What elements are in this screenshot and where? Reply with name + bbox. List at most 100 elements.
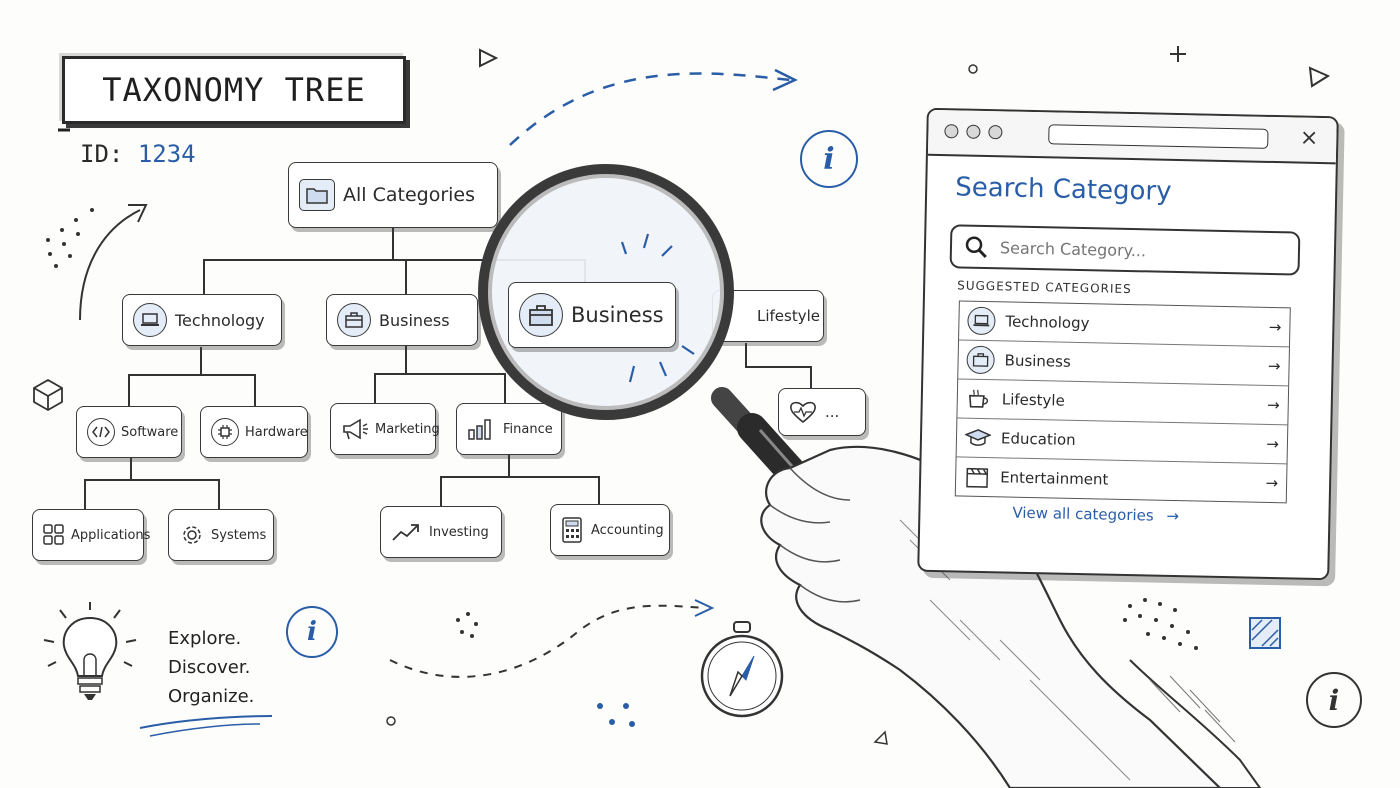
node-label: Finance bbox=[503, 421, 553, 437]
tagline-line: Discover. bbox=[168, 657, 251, 678]
search-panel-title: Search Category bbox=[954, 172, 1172, 207]
connector bbox=[745, 366, 811, 368]
connector bbox=[130, 458, 132, 480]
node-systems[interactable]: Systems bbox=[168, 509, 274, 561]
briefcase-icon bbox=[337, 303, 371, 337]
connector bbox=[84, 479, 220, 481]
lightbulb-icon bbox=[43, 602, 137, 700]
connector bbox=[810, 366, 812, 388]
folder-icon bbox=[299, 179, 335, 211]
suggested-item-business[interactable]: Business → bbox=[958, 340, 1289, 387]
search-window: × Search Category SUGGESTED CATEGORIES T… bbox=[917, 107, 1339, 581]
compass-icon bbox=[700, 621, 784, 718]
node-applications[interactable]: Applications bbox=[32, 509, 150, 561]
node-hardware[interactable]: Hardware bbox=[200, 406, 308, 458]
tagline: Explore. Discover. Organize. bbox=[168, 624, 254, 711]
node-software[interactable]: Software bbox=[76, 406, 182, 458]
window-titlebar: × bbox=[927, 109, 1337, 165]
chip-icon bbox=[211, 418, 239, 446]
connector bbox=[440, 476, 600, 478]
search-icon bbox=[965, 236, 987, 259]
node-accounting[interactable]: Accounting bbox=[550, 504, 670, 556]
info-glyph: i bbox=[1328, 683, 1340, 717]
connector bbox=[508, 455, 510, 477]
id-line: ID: 1234 bbox=[80, 140, 196, 168]
address-bar[interactable] bbox=[1048, 124, 1269, 149]
connector bbox=[598, 476, 600, 504]
window-dot-icon[interactable] bbox=[988, 125, 1003, 140]
suggested-item-lifestyle[interactable]: Lifestyle → bbox=[957, 379, 1289, 426]
connector bbox=[128, 374, 256, 376]
arrow-right-icon: → bbox=[1266, 434, 1280, 454]
connector bbox=[374, 373, 506, 375]
code-icon bbox=[87, 418, 115, 446]
node-label: Software bbox=[121, 424, 179, 440]
connector bbox=[392, 228, 394, 260]
suggested-item-label: Technology bbox=[1005, 312, 1090, 333]
node-label: All Categories bbox=[343, 184, 476, 206]
node-all-categories[interactable]: All Categories bbox=[288, 162, 498, 228]
title-box: TAXONOMY TREE bbox=[62, 56, 406, 124]
search-box[interactable] bbox=[949, 224, 1301, 276]
close-icon[interactable]: × bbox=[1299, 125, 1319, 151]
info-glyph: i bbox=[307, 617, 317, 647]
node-business[interactable]: Business bbox=[326, 294, 478, 346]
suggested-label: SUGGESTED CATEGORIES bbox=[957, 278, 1132, 297]
search-input[interactable] bbox=[997, 236, 1283, 264]
node-label: Systems bbox=[211, 527, 267, 543]
node-label: Marketing bbox=[375, 421, 440, 437]
node-label: Applications bbox=[71, 527, 151, 543]
view-all-label: View all categories bbox=[1012, 503, 1154, 525]
node-label: Accounting bbox=[591, 522, 664, 538]
laptop-icon bbox=[967, 306, 996, 336]
node-label: Investing bbox=[429, 524, 489, 540]
bar-chart-icon bbox=[467, 418, 495, 440]
node-label: Business bbox=[379, 310, 450, 330]
suggested-item-label: Lifestyle bbox=[1001, 390, 1066, 410]
suggested-list: Technology → Business → Lifestyle → Educ… bbox=[954, 300, 1291, 504]
info-icon[interactable]: i bbox=[800, 130, 858, 188]
info-speech-icon[interactable]: i bbox=[1306, 672, 1362, 728]
connector bbox=[374, 373, 376, 403]
node-marketing[interactable]: Marketing bbox=[330, 403, 440, 455]
connector bbox=[203, 259, 585, 261]
tagline-line: Explore. bbox=[168, 628, 242, 649]
info-icon[interactable]: i bbox=[286, 606, 338, 658]
grid-apps-icon bbox=[43, 524, 65, 546]
arrow-right-icon: → bbox=[1268, 317, 1282, 337]
suggested-item-entertainment[interactable]: Entertainment → bbox=[956, 457, 1287, 502]
connector bbox=[405, 346, 407, 374]
node-investing[interactable]: Investing bbox=[380, 506, 502, 558]
suggested-item-label: Education bbox=[1000, 429, 1076, 449]
connector bbox=[200, 347, 202, 375]
suggested-item-label: Entertainment bbox=[999, 468, 1109, 489]
node-label: Hardware bbox=[245, 424, 308, 440]
id-label: ID: bbox=[80, 140, 124, 168]
suggested-item-education[interactable]: Education → bbox=[956, 418, 1288, 465]
node-label: Technology bbox=[175, 310, 265, 330]
tagline-line: Organize. bbox=[168, 686, 255, 707]
node-technology[interactable]: Technology bbox=[122, 294, 282, 346]
window-dot-icon[interactable] bbox=[966, 124, 981, 139]
megaphone-icon bbox=[341, 417, 369, 441]
window-dot-icon[interactable] bbox=[944, 124, 959, 139]
view-all-link[interactable]: View all categories → bbox=[1012, 504, 1179, 525]
id-value: 1234 bbox=[137, 140, 196, 168]
graduation-cap-icon bbox=[964, 428, 992, 449]
connector bbox=[254, 374, 256, 406]
gear-icon bbox=[179, 522, 205, 548]
arrow-right-icon: → bbox=[1266, 395, 1280, 415]
suggested-item-technology[interactable]: Technology → bbox=[959, 301, 1290, 348]
page-title: TAXONOMY TREE bbox=[102, 71, 366, 109]
connector bbox=[218, 479, 220, 509]
connector bbox=[440, 476, 442, 506]
clapperboard-icon bbox=[964, 466, 990, 489]
info-glyph: i bbox=[823, 141, 835, 177]
calculator-icon bbox=[561, 517, 583, 543]
connector bbox=[84, 479, 86, 509]
connector bbox=[128, 374, 130, 406]
arrow-right-icon: → bbox=[1265, 473, 1279, 493]
heartbeat-icon bbox=[789, 400, 817, 424]
node-label: Lifestyle bbox=[757, 307, 821, 325]
